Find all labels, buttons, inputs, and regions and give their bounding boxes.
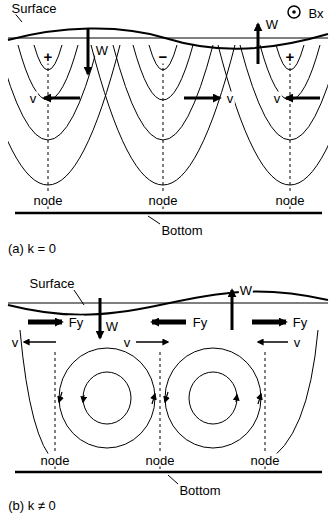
stream-line (18, 45, 78, 100)
vortex-line (189, 372, 237, 424)
surface-curve (8, 292, 328, 315)
field-label: Bx (307, 7, 324, 20)
velocity-label: v (123, 336, 132, 349)
stream-line (260, 45, 320, 100)
flow-arrow (165, 392, 168, 402)
stream-line (8, 45, 120, 185)
surface-curve (8, 28, 328, 48)
velocity-label: W (95, 44, 109, 57)
velocity-arrow (44, 97, 80, 100)
force-label: Fy (292, 316, 308, 329)
leader-line (74, 290, 84, 305)
force-label: Fy (192, 316, 208, 329)
bottom-label: Bottom (178, 484, 221, 497)
field-symbol (288, 6, 300, 18)
velocity-arrow (87, 28, 90, 74)
flow-arrow (258, 394, 261, 404)
stream-line (240, 45, 328, 140)
panel-caption: (a) k = 0 (7, 242, 57, 255)
stream-line (218, 45, 328, 185)
stream-line (20, 330, 55, 462)
stream-line (133, 45, 193, 100)
flow-arrow (83, 395, 84, 402)
velocity-arrow (231, 290, 234, 330)
field-symbol-dot (292, 10, 296, 14)
leader-line (168, 475, 178, 484)
node-label: node (40, 454, 71, 467)
velocity-label: v (29, 92, 38, 105)
panel-caption: (b) k ≠ 0 (7, 499, 57, 512)
surface-label: Surface (11, 2, 58, 15)
stream-line (8, 45, 98, 140)
bottom-line (15, 471, 322, 474)
stream-line (34, 45, 62, 70)
bottom-label: Bottom (160, 224, 203, 237)
velocity-arrow (136, 341, 168, 343)
stream-line (276, 45, 304, 70)
vortex-line (59, 348, 155, 448)
bottom-line (15, 212, 322, 215)
velocity-label: v (11, 336, 20, 349)
velocity-arrow (24, 341, 56, 343)
node-line (290, 62, 291, 213)
stream-line (149, 45, 177, 70)
velocity-label: v (273, 92, 282, 105)
force-arrow (28, 320, 62, 325)
velocity-label: W (265, 18, 279, 31)
velocity-label: v (293, 336, 302, 349)
velocity-label: v (226, 92, 235, 105)
node-label: node (275, 194, 306, 207)
flow-arrow (152, 394, 155, 404)
node-label: node (33, 194, 64, 207)
force-arrow (252, 320, 286, 325)
force-arrow (152, 320, 186, 325)
leader-line (148, 216, 160, 224)
vortex-line (165, 348, 261, 448)
vortex-line (83, 372, 131, 424)
velocity-label: W (239, 284, 253, 297)
node-label: node (145, 454, 176, 467)
node-label: node (148, 194, 179, 207)
node-label: node (250, 454, 281, 467)
surface-label: Surface (29, 277, 76, 290)
velocity-arrow (286, 97, 320, 100)
node-line (163, 62, 164, 213)
velocity-label: W (105, 320, 119, 333)
velocity-arrow (258, 341, 288, 343)
velocity-arrow (184, 97, 220, 100)
velocity-arrow (99, 298, 102, 338)
flow-arrow (59, 392, 62, 402)
flow-arrow (236, 395, 237, 402)
velocity-arrow (257, 24, 260, 64)
node-line (48, 62, 49, 213)
sign-mark: − (158, 49, 169, 64)
force-label: Fy (68, 316, 84, 329)
sign-mark: + (43, 49, 54, 64)
stream-line (265, 330, 318, 462)
sign-mark: + (285, 49, 296, 64)
